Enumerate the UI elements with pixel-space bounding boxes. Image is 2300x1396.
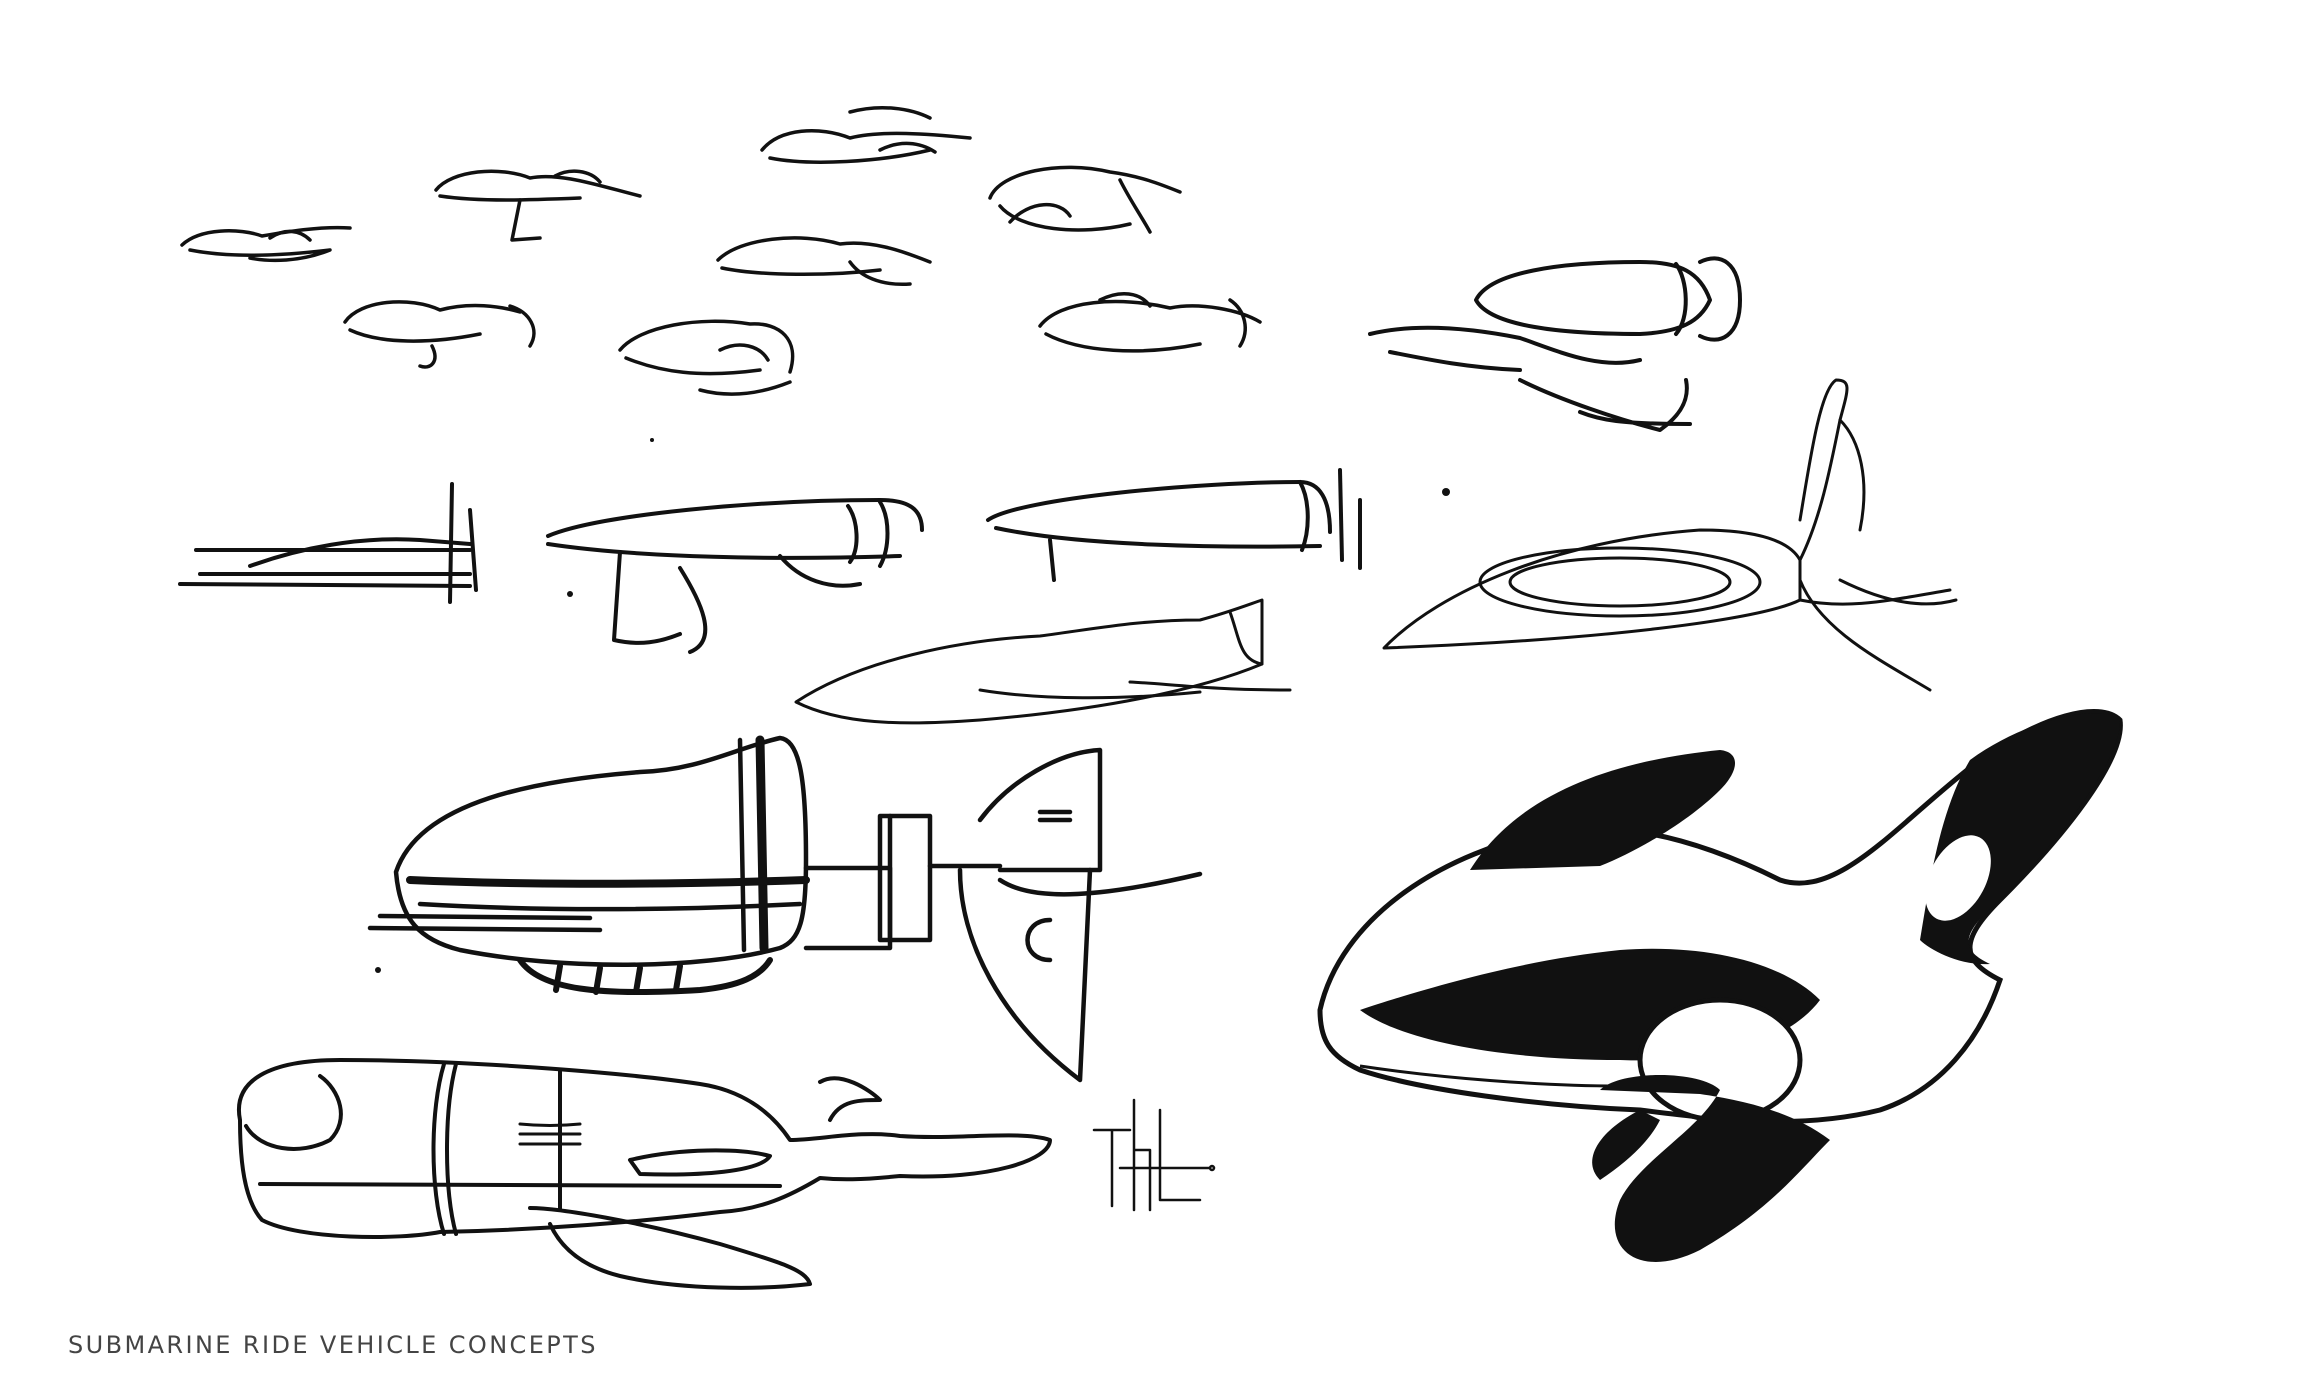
thumbnail-sketch-2 xyxy=(434,169,642,242)
thumbnail-sketch-group xyxy=(180,106,1262,396)
thumbnail-sketch-3 xyxy=(760,106,972,164)
thumbnail-sketch-4 xyxy=(988,165,1182,234)
thumbnail-sketch-1 xyxy=(180,225,352,263)
capsule-sub-sketch xyxy=(367,735,1203,1083)
artist-signature xyxy=(1092,1098,1216,1212)
thumbnail-sketch-8 xyxy=(1038,292,1262,353)
sleek-sub-sketch xyxy=(794,598,1292,725)
thumbnail-sketch-6 xyxy=(618,319,795,396)
profile-sketch-left xyxy=(178,482,478,604)
rocket-sub-sketch xyxy=(1368,256,1742,432)
thumbnail-sketch-5 xyxy=(343,300,536,369)
profile-sketch-right xyxy=(986,468,1362,582)
iron-sub-sketch xyxy=(1382,378,1958,692)
ink-dots xyxy=(375,438,1450,973)
whale-sub-sketch xyxy=(236,1058,1052,1290)
sheet-caption: SUBMARINE RIDE VEHICLE CONCEPTS xyxy=(68,1331,598,1359)
orca-sub-sketch xyxy=(1317,709,2123,1262)
profile-sketch-middle xyxy=(546,498,924,654)
thumbnail-sketch-7 xyxy=(716,236,932,286)
